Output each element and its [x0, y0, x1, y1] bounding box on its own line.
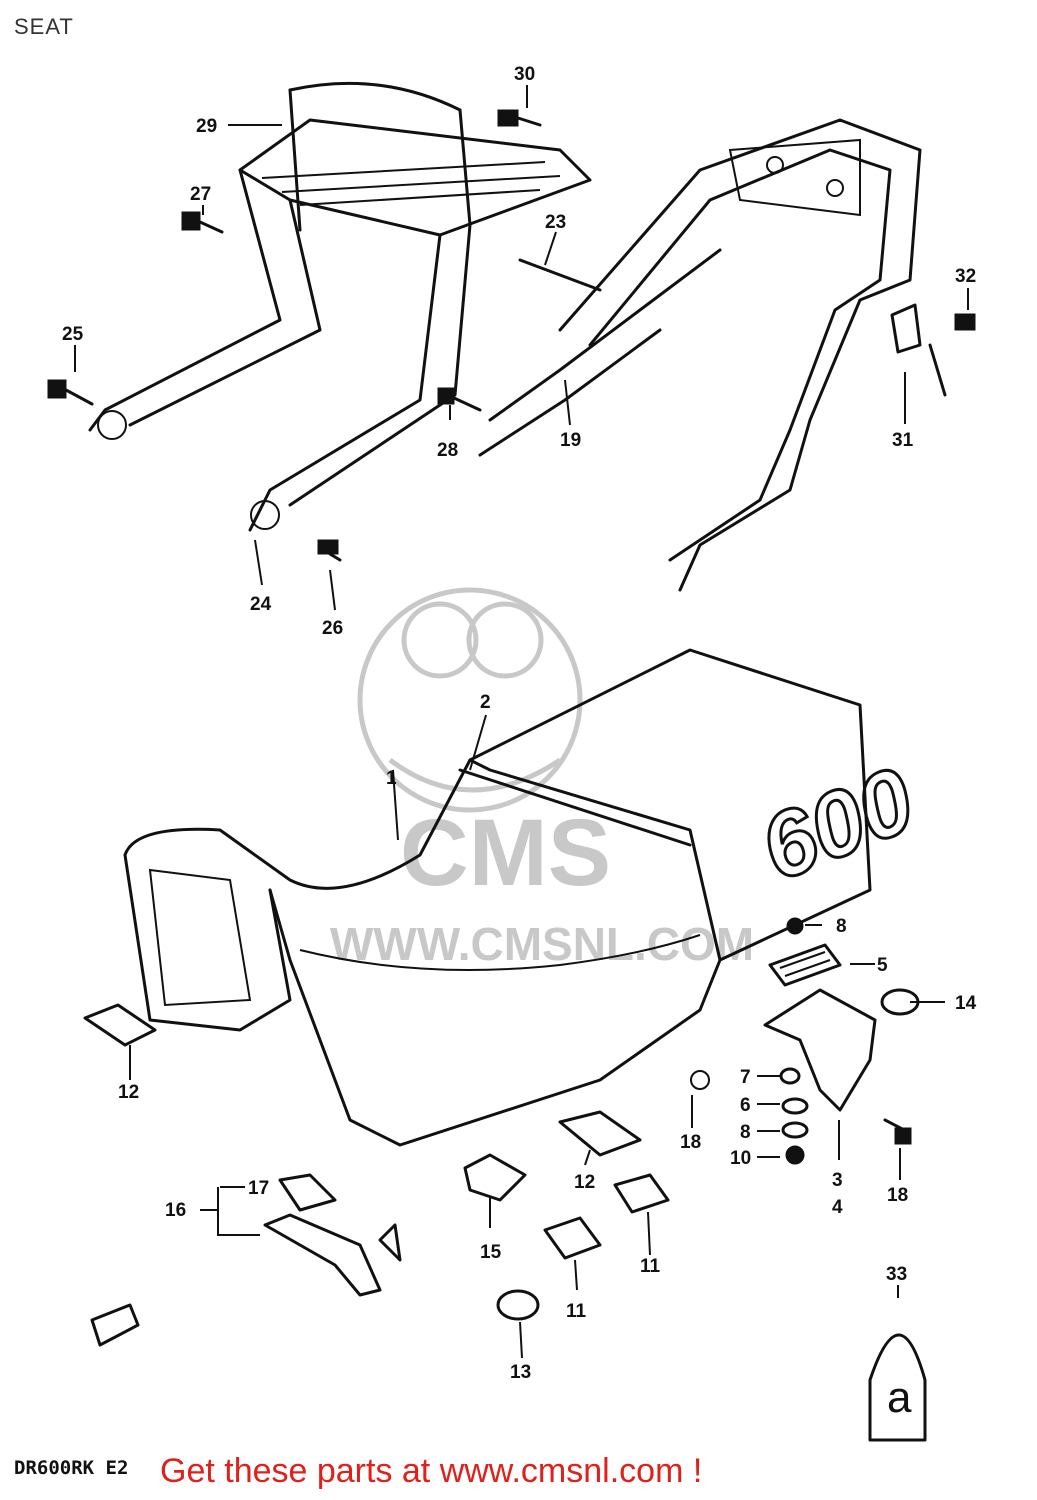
callout-7: 7 [740, 1067, 751, 1088]
upper-hardware [47, 109, 976, 562]
callout-19: 19 [560, 430, 581, 451]
callout-13: 13 [510, 1362, 531, 1383]
callout-25: 25 [62, 324, 84, 345]
promo-link[interactable]: Get these parts at www.cmsnl.com ! [160, 1452, 703, 1490]
callout-30: 30 [514, 64, 535, 85]
callout-27: 27 [190, 184, 211, 205]
callout-32: 32 [955, 266, 976, 287]
callout-17: 17 [248, 1178, 269, 1199]
callout-11-left: 11 [566, 1301, 587, 1322]
callout-15: 15 [480, 1242, 502, 1263]
callouts: 30 29 27 23 25 32 28 19 31 24 26 2 1 8 5… [62, 64, 977, 1383]
callout-14: 14 [955, 993, 977, 1014]
callout-31: 31 [892, 430, 914, 451]
callout-1: 1 [386, 768, 397, 789]
leader-lines [74, 85, 969, 1359]
callout-4: 4 [832, 1197, 843, 1218]
callout-33: 33 [886, 1264, 907, 1285]
callout-5: 5 [877, 955, 888, 976]
callout-18-right: 18 [887, 1185, 908, 1206]
callout-3: 3 [832, 1170, 843, 1191]
callout-16: 16 [165, 1200, 186, 1221]
callout-11-right: 11 [640, 1256, 661, 1277]
callout-28: 28 [437, 440, 458, 461]
callout-12-mid: 12 [574, 1172, 595, 1193]
seat-emblem: 600 [747, 749, 928, 901]
callout-10: 10 [730, 1148, 751, 1169]
callout-8-upper: 8 [836, 916, 847, 937]
callout-12-left: 12 [118, 1082, 139, 1103]
model-code: DR600RK E2 [14, 1457, 129, 1479]
callout-29: 29 [196, 116, 217, 137]
watermark-url: WWW.CMSNL.COM [330, 918, 754, 970]
callout-6: 6 [740, 1095, 751, 1116]
lower-hardware: a [83, 917, 927, 1442]
page-title: SEAT [14, 14, 74, 39]
rear-frame [478, 118, 922, 592]
watermark-logo: CMS [400, 800, 611, 906]
callout-8-lower: 8 [740, 1122, 751, 1143]
callout-23: 23 [545, 212, 566, 233]
callout-24: 24 [250, 594, 272, 615]
watermark: CMS WWW.CMSNL.COM [330, 587, 754, 970]
callout-18-mid: 18 [680, 1132, 701, 1153]
sticker-glyph: a [887, 1373, 912, 1422]
callout-2: 2 [480, 692, 491, 713]
callout-26: 26 [322, 618, 343, 639]
rear-carrier [88, 81, 592, 532]
